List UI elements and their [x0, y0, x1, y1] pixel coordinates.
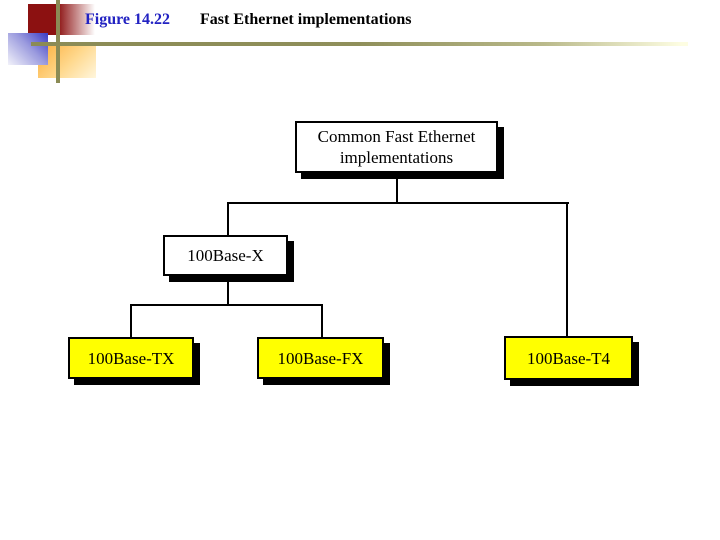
node-100base-t4: 100Base-T4 — [504, 336, 633, 380]
connector-drop-100base-t4 — [566, 202, 568, 338]
node-100base-x: 100Base-X — [163, 235, 288, 276]
figure-label: Figure 14.22 — [85, 11, 171, 28]
node-common-fast-ethernet: Common Fast Ethernet implementations — [295, 121, 498, 173]
node-100base-tx: 100Base-TX — [68, 337, 194, 379]
node-100base-fx-label: 100Base-FX — [277, 348, 364, 368]
node-100base-fx: 100Base-FX — [257, 337, 384, 379]
decor-vertical-rule — [56, 0, 60, 83]
decor-blue-square-icon — [8, 33, 48, 65]
node-100base-x-label: 100Base-X — [187, 246, 264, 265]
connector-top-horizontal — [227, 202, 569, 204]
connector-drop-100base-fx — [321, 304, 323, 339]
connector-root-stub — [396, 172, 398, 204]
connector-low-horizontal — [130, 304, 323, 306]
page-title: Fast Ethernet implementations — [200, 11, 412, 28]
connector-drop-100base-tx — [130, 304, 132, 339]
connector-drop-100base-x — [227, 202, 229, 237]
header-rule-line — [31, 42, 688, 46]
node-100base-tx-label: 100Base-TX — [87, 348, 175, 368]
decor-red-square-icon — [28, 4, 95, 35]
node-100base-t4-label: 100Base-T4 — [526, 348, 611, 368]
connector-branch-stub — [227, 275, 229, 306]
node-common-fast-ethernet-label: Common Fast Ethernet implementations — [317, 127, 476, 167]
